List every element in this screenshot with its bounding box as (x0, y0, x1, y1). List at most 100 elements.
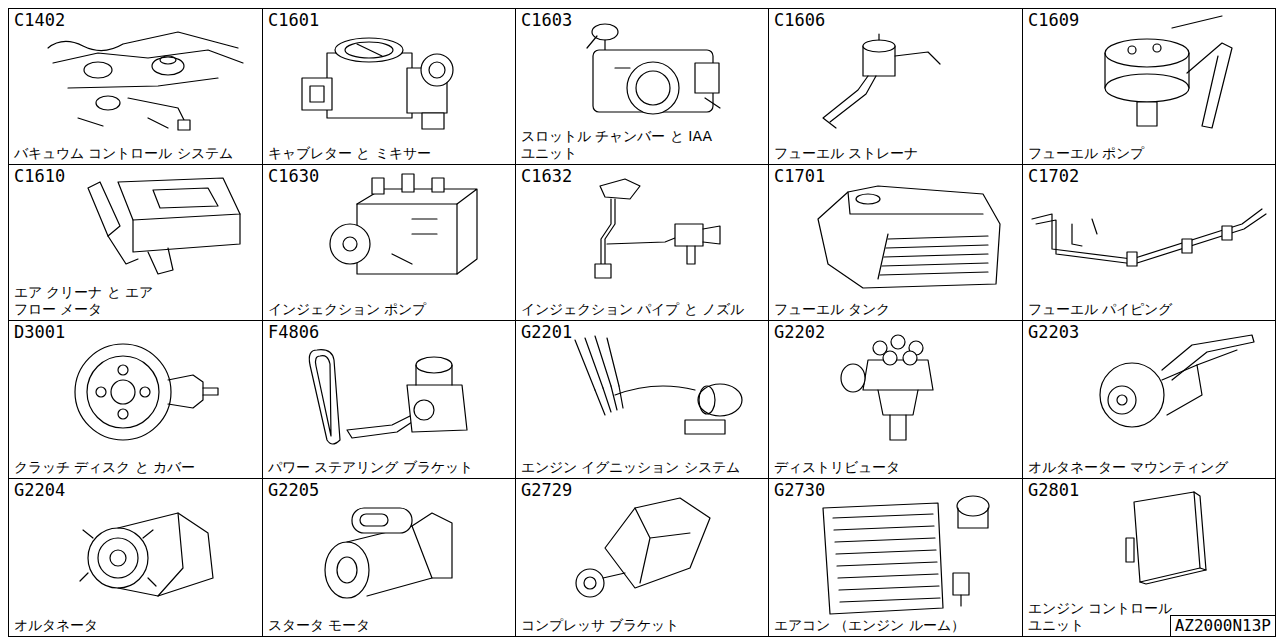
line-art-stroke (414, 400, 434, 420)
line-art-stroke (818, 186, 1000, 288)
line-art-stroke (1222, 226, 1232, 240)
line-art-stroke (953, 573, 969, 595)
part-cell: G2202 ディストリビュータ (768, 320, 1023, 479)
line-art-stroke (863, 40, 895, 52)
part-cell: G2729コンプレッサ ブラケット (515, 478, 769, 637)
fuel-strainer-art (823, 34, 940, 128)
carburetor-art (302, 38, 453, 129)
line-art-stroke (53, 50, 243, 63)
part-name: エアコン （エンジン ルーム） (774, 617, 965, 634)
part-cell: C1630インジェクション ポンプ (262, 164, 516, 321)
line-art-stroke (823, 503, 943, 614)
line-art-stroke (890, 415, 906, 440)
part-code: C1606 (774, 10, 825, 30)
throttle-chamber-art (587, 24, 720, 114)
fuel-tank-art (818, 186, 1000, 288)
line-art-stroke (636, 71, 670, 105)
part-name: インジェクション パイプ と ノズル (521, 301, 744, 318)
line-art-stroke (1153, 44, 1161, 52)
line-art-stroke (823, 76, 868, 128)
line-art-stroke (903, 351, 917, 365)
clutch-art (75, 344, 218, 440)
part-code: C1610 (14, 166, 65, 186)
air-conditioner-art (823, 496, 989, 614)
line-art-stroke (68, 78, 218, 88)
line-art-stroke (1187, 43, 1232, 128)
line-art-stroke (75, 344, 171, 440)
line-art-stroke (416, 365, 452, 385)
line-art-stroke (78, 118, 168, 128)
line-art-stroke (595, 264, 611, 278)
part-name: スロットル チャンバー と IAA ユニット (521, 128, 751, 162)
line-art-stroke (432, 178, 444, 192)
line-art-stroke (416, 357, 452, 373)
part-name: インジェクション ポンプ (268, 301, 426, 318)
line-art-stroke (96, 387, 106, 397)
line-art-stroke (357, 44, 382, 56)
line-art-stroke (1105, 74, 1189, 102)
part-code: G2203 (1028, 322, 1079, 342)
part-code: C1701 (774, 166, 825, 186)
part-code: D3001 (14, 322, 65, 342)
line-art-stroke (372, 178, 384, 194)
part-name: オルタネータ (14, 617, 98, 634)
part-cell: G2801エンジン コントロール ユニットAZ2000N13P (1022, 478, 1276, 637)
line-art-stroke (88, 528, 148, 588)
part-cell: F4806パワー ステアリング ブラケット (262, 320, 516, 479)
part-cell: C1702フューエル パイピング (1022, 164, 1276, 321)
line-art-stroke (152, 57, 184, 75)
part-cell: C1601キャブレター と ミキサー (262, 8, 516, 165)
line-art-stroke (615, 68, 720, 108)
line-art-stroke (302, 78, 332, 110)
part-code: C1632 (521, 166, 572, 186)
line-art-stroke (601, 199, 611, 274)
line-art-stroke (895, 52, 940, 64)
line-art-stroke (1036, 214, 1266, 264)
ignition-system-art (575, 336, 742, 434)
line-art-stroke (345, 42, 393, 58)
line-art-stroke (891, 335, 905, 349)
line-art-stroke (1105, 39, 1189, 67)
part-code: G2202 (774, 322, 825, 342)
line-art-stroke (337, 557, 357, 583)
line-art-stroke (576, 569, 604, 597)
part-name: フューエル ポンプ (1028, 145, 1144, 162)
part-name: エンジン コントロール ユニット (1028, 600, 1188, 634)
line-art-stroke (603, 573, 625, 578)
fuel-pump-art (1105, 16, 1232, 128)
line-art-stroke (118, 409, 128, 419)
line-art-stroke (1126, 538, 1134, 562)
line-art-stroke (1194, 492, 1206, 570)
line-art-stroke (957, 496, 989, 516)
line-art-stroke (310, 86, 324, 102)
line-art-stroke (178, 120, 190, 130)
injection-pipe-art (595, 179, 720, 278)
vacuum-system-art (48, 32, 243, 130)
alternator-art (80, 513, 213, 596)
line-art-stroke (1172, 16, 1222, 28)
starter-motor-art (325, 508, 452, 598)
line-art-stroke (360, 514, 388, 526)
line-art-stroke (118, 178, 240, 220)
line-art-stroke (627, 62, 679, 114)
part-cell: C1632 インジェクション パイプ と ノズル (515, 164, 769, 321)
drawing-number-box: AZ2000N13P (1170, 615, 1276, 637)
line-art-stroke (1128, 46, 1136, 54)
line-art-stroke (84, 62, 112, 78)
line-art-stroke (108, 236, 138, 264)
part-name: ディストリビュータ (774, 459, 900, 476)
line-art-stroke (1140, 570, 1206, 584)
line-art-stroke (699, 386, 715, 414)
line-art-stroke (600, 179, 640, 199)
line-art-stroke (687, 246, 695, 264)
part-cell: C1609フューエル ポンプ (1022, 8, 1276, 165)
line-art-stroke (357, 189, 477, 274)
line-art-stroke (878, 34, 879, 40)
line-art-stroke (80, 530, 156, 586)
line-art-stroke (584, 577, 596, 589)
line-art-stroke (110, 550, 126, 566)
line-art-stroke (309, 350, 340, 444)
line-art-stroke (878, 390, 918, 415)
line-art-stroke (153, 188, 218, 208)
injection-pump-art (330, 174, 477, 274)
